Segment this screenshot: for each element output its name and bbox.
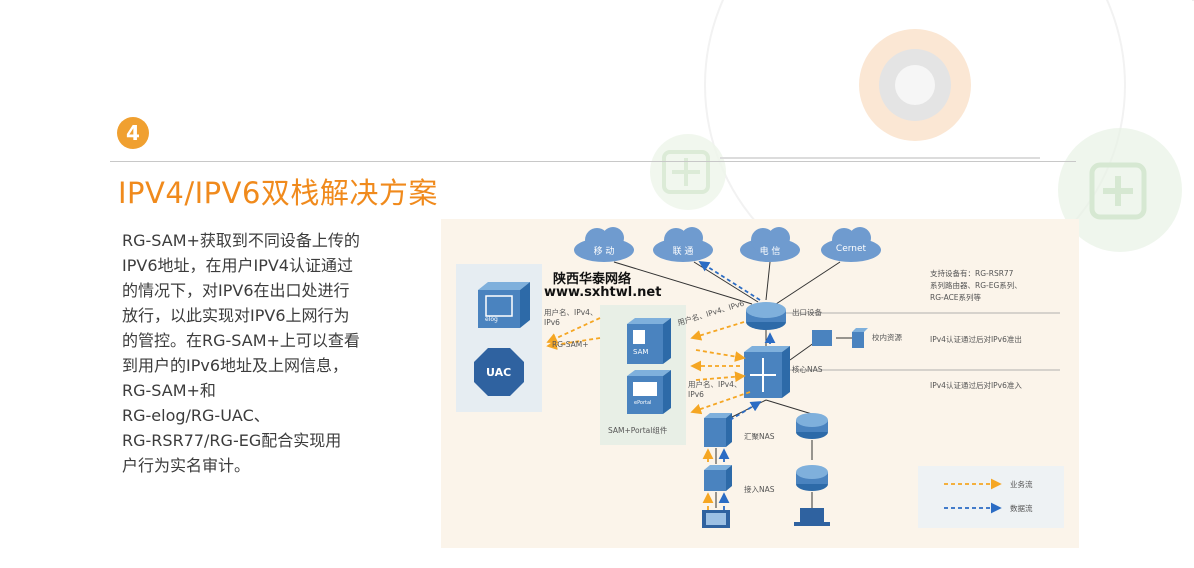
sam-server-icon: [627, 318, 671, 364]
data-flow-arrow: [698, 261, 761, 301]
title-divider: [110, 161, 1076, 162]
sam-label: SAM: [633, 348, 649, 356]
description-line: IPV6地址，在用户IPV4认证通过: [122, 256, 353, 275]
description-line: 到用户的IPv6地址及上网信息，: [122, 356, 349, 375]
exit-device-label: 出口设备: [792, 308, 822, 317]
cloud-label-mobile: 移 动: [593, 247, 615, 257]
user-info-label: 用户名、IPv4、: [688, 380, 742, 389]
watermark-url: www.sxhtwl.net: [544, 285, 662, 300]
description-line: 的管控。在RG-SAM+上可以查看: [122, 331, 360, 350]
access-point-icon: [796, 465, 828, 491]
eportal-server-icon: [627, 370, 671, 414]
business-flow-arrow: [546, 317, 601, 344]
cloud-label-cernet: Cernet: [835, 244, 867, 254]
description-line: 户行为实名审计。: [122, 456, 251, 475]
business-flow-arrow: [546, 337, 601, 350]
page-title: IPV4/IPV6双栈解决方案: [118, 176, 438, 210]
elog-server-icon: [478, 282, 530, 328]
aggregation-nas-label: 汇聚NAS: [744, 432, 775, 441]
campus-resource-icon: [852, 328, 868, 348]
legend-box: [918, 466, 1064, 528]
description-line: 的情况下，对IPV6在出口处进行: [122, 281, 350, 300]
user-info-label: 用户名、IPv4、: [544, 308, 598, 317]
business-flow-arrow: [690, 391, 751, 415]
access-note: IPv4认证通过后对IPv6准入: [930, 381, 1022, 390]
cloud-icon: [740, 227, 800, 262]
campus-switch-icon: [812, 330, 832, 346]
legend-data-label: 数据流: [1010, 504, 1033, 513]
step-number-badge: 4: [117, 117, 149, 149]
core-nas-label: 核心NAS: [792, 365, 823, 374]
business-flow-arrow: [690, 321, 745, 341]
description-line: RG-RSR77/RG-EG配合实现用: [122, 431, 342, 450]
description-line: 放行，以此实现对IPV6上网行为: [122, 306, 350, 325]
uac-device-icon: [474, 348, 524, 396]
legend-business-label: 业务流: [1010, 480, 1033, 489]
description-line: RG-SAM+和: [122, 381, 216, 400]
support-note: 系列路由器、RG-EG系列、: [930, 281, 1022, 290]
campus-resource-label: 校内资源: [872, 333, 902, 342]
business-flow-arrow: [695, 349, 746, 362]
release-note: IPv4认证通过后对IPv6准出: [930, 335, 1022, 344]
laptop-icon: [794, 508, 830, 526]
rg-sam-label: RG-SAM+: [552, 340, 589, 349]
cloud-label-unicom: 联 通: [672, 247, 694, 257]
cloud-icon: [574, 227, 634, 262]
exit-router-icon: [746, 302, 786, 330]
aggregation-switch-icon: [704, 413, 732, 447]
description-paragraph: RG-SAM+获取到不同设备上传的 IPV6地址，在用户IPV4认证通过 的情况…: [122, 228, 422, 478]
pc-icon: [702, 510, 730, 528]
watermark-company: 陕西华泰网络: [553, 272, 632, 287]
cloud-icon: [821, 227, 881, 262]
business-flow-arrow: [695, 371, 746, 383]
uac-label: UAC: [486, 366, 512, 379]
sam-portal-caption: SAM+Portal组件: [608, 426, 668, 435]
elog-label: elog: [485, 316, 498, 323]
description-line: RG-SAM+获取到不同设备上传的: [122, 231, 360, 250]
core-switch-icon: [744, 346, 790, 398]
user-info-label: IPv6: [688, 390, 704, 399]
access-nas-label: 接入NAS: [744, 485, 775, 494]
wireless-controller-icon: [796, 413, 828, 439]
cloud-label-telecom: 电 信: [759, 247, 781, 257]
access-switch-icon: [704, 465, 732, 491]
user-info-label: IPv6: [544, 318, 560, 327]
eportal-label: ePortal: [634, 400, 652, 406]
support-note: RG-ACE系列等: [930, 293, 982, 302]
description-line: RG-elog/RG-UAC、: [122, 406, 270, 425]
data-flow-arrow: [729, 401, 762, 421]
support-note: 支持设备有：RG-RSR77: [930, 269, 1014, 278]
cloud-icon: [653, 227, 713, 262]
